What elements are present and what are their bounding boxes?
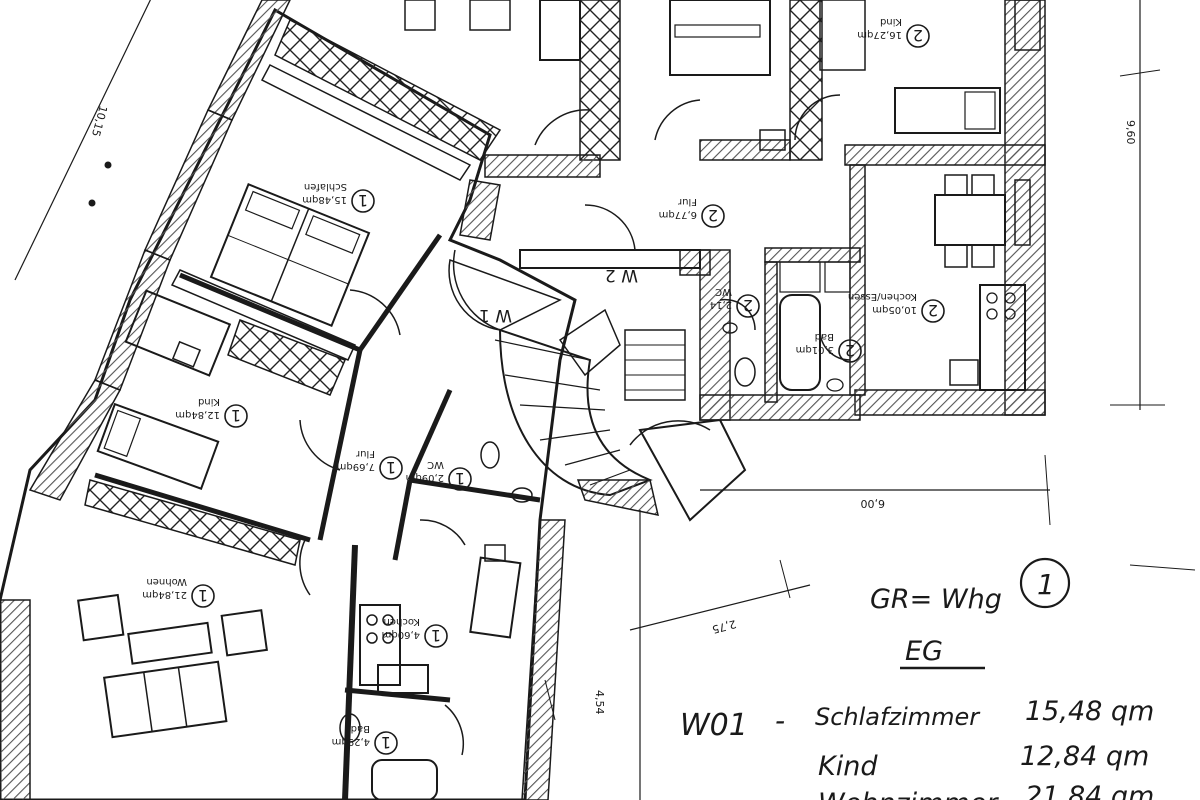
w1-room-number-circle — [224, 404, 248, 428]
note-row3-area: 21,84 qm — [1025, 781, 1154, 800]
note-row1-dash: - — [775, 704, 785, 737]
w2-room-name: Bad — [815, 331, 834, 342]
w2-room-name: WC — [715, 286, 732, 297]
door-label-w1: W 1 — [479, 305, 512, 325]
w2-room-number: 2 — [845, 341, 855, 360]
note-heading: GR= Whg — [870, 584, 1002, 615]
w1-room-area: 21,84qm — [142, 589, 187, 600]
w1-room-label-1: 1 12,84qm Kind — [175, 396, 248, 428]
note-row1-area: 15,48 qm — [1025, 696, 1154, 727]
note-row1-room: Schlafzimmer — [815, 703, 981, 731]
w1-room-label-6: 1 4,29qm Bad — [332, 723, 398, 755]
w2-room-label-4: 2 3,01qm Bad — [796, 331, 862, 363]
w2-room-area: 16,27qm — [857, 29, 902, 40]
w1-room-name: Schlafen — [304, 181, 347, 192]
w2-room-label-1: 2 6,77qm Flur — [659, 196, 725, 228]
w2-room-label-0: 2 16,27qm Kind — [857, 16, 930, 48]
w2-room-number: 2 — [708, 206, 718, 225]
w1-room-number-circle — [424, 624, 448, 648]
w2-room-area: 10,05qm — [872, 304, 917, 315]
w2-room-number: 2 — [928, 301, 938, 320]
wing-wohnung-1 — [0, 0, 577, 800]
w2-room-number: 2 — [913, 26, 923, 45]
w2-room-number-circle — [906, 24, 930, 48]
w2-room-area: 6,77qm — [659, 209, 697, 220]
w1-room-number: 1 — [198, 586, 208, 605]
dim-4-54: 4,54 — [593, 690, 606, 715]
w1-room-label-0: 1 15,48qm Schlafen — [302, 181, 375, 213]
handwritten-notes: GR= Whg 1 EG W01 - Schlafzimmer 15,48 qm… — [680, 557, 1154, 800]
w1-room-name: Kochen — [383, 616, 420, 627]
w1-room-number: 1 — [455, 469, 465, 488]
w1-room-name: Bad — [351, 723, 370, 734]
w2-room-area: 2,14 — [710, 299, 732, 310]
door-label-w2: W 2 — [605, 265, 638, 285]
w1-room-number-circle — [374, 731, 398, 755]
w2-room-number-circle — [921, 299, 945, 323]
w1-room-name: Flur — [355, 448, 375, 459]
w2-room-number: 2 — [743, 296, 753, 315]
w2-room-name: Flur — [677, 196, 697, 207]
note-floor: EG — [905, 636, 943, 667]
w1-room-number-circle — [448, 467, 472, 491]
w1-room-area: 7,69qm — [337, 461, 375, 472]
w1-room-number: 1 — [358, 191, 368, 210]
dim-9-60: 9,60 — [1124, 120, 1137, 145]
w2-room-label-3: 2 2,14 WC — [710, 286, 760, 318]
dim-6-00: 6,00 — [861, 497, 886, 510]
w1-room-area: 15,48qm — [302, 194, 347, 205]
w1-room-number: 1 — [386, 458, 396, 477]
staircase — [448, 258, 747, 522]
w1-room-number-circle — [191, 584, 215, 608]
w2-room-number-circle — [701, 204, 725, 228]
w1-room-number-circle — [351, 189, 375, 213]
note-heading-number: 1 — [1037, 568, 1055, 601]
w1-room-name: Kind — [198, 396, 220, 407]
note-row3-room: Wohnzimmer — [818, 788, 999, 800]
w1-room-number: 1 — [231, 406, 241, 425]
w2-room-number-circle — [838, 339, 862, 363]
w1-room-name: WC — [427, 459, 444, 470]
w2-room-area: 3,01qm — [796, 344, 834, 355]
note-row1-code: W01 — [680, 708, 748, 743]
w1-room-area: 4,29qm — [332, 736, 370, 747]
w2-room-label-2: 2 10,05qm Kochen/Essen — [848, 291, 945, 323]
w1-room-area: 12,84qm — [175, 409, 220, 420]
dim-2-75: 2,75 — [711, 617, 738, 636]
w1-room-area: 2,09qm — [406, 472, 444, 483]
w2-room-number-circle — [736, 294, 760, 318]
w1-room-label-5: 1 4,60qm Kochen — [382, 616, 448, 648]
w1-room-label-3: 1 7,69qm Flur — [337, 448, 403, 480]
w1-room-label-4: 1 2,09qm WC — [406, 459, 472, 491]
w1-room-area: 4,60qm — [382, 629, 420, 640]
w1-room-number: 1 — [431, 626, 441, 645]
w1-room-name: Wohnen — [146, 576, 187, 587]
note-row2-area: 12,84 qm — [1020, 741, 1149, 772]
w1-room-number: 1 — [381, 733, 391, 752]
w1-room-number-circle — [379, 456, 403, 480]
w2-room-name: Kochen/Essen — [848, 291, 917, 302]
note-row2-room: Kind — [818, 751, 878, 782]
wing-wohnung-2 — [404, 0, 1196, 800]
w2-room-name: Kind — [880, 16, 902, 27]
w1-room-label-2: 1 21,84qm Wohnen — [142, 576, 215, 608]
